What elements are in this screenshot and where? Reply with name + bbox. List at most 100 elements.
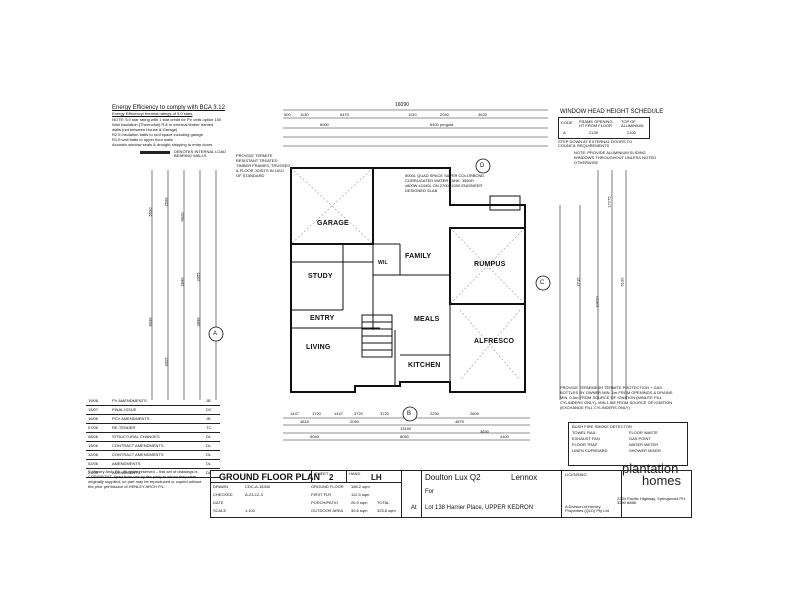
ws-col-code: CODE	[561, 120, 573, 125]
room-garage: GARAGE	[317, 220, 349, 227]
legend-item: BUSH FIRE SMOKE DETECTOR	[572, 424, 632, 429]
legend-item: TOWEL RAIL	[572, 430, 597, 435]
dim-bottom: 8050	[400, 434, 409, 439]
section-marker-c: C	[540, 280, 545, 286]
dim-bottom: 4875	[455, 419, 464, 424]
licensing-label: LICENSING	[565, 472, 587, 477]
energy-line: Acoustic window seals & draught strippin…	[112, 142, 213, 147]
dim-left: 2055	[195, 272, 201, 282]
hand-value: LH	[371, 473, 382, 482]
dim-left: 2500	[163, 197, 169, 207]
dim-right: 2715	[575, 277, 581, 287]
ws-top: 2100	[627, 130, 636, 135]
window-schedule-note: STEP DOWN AT EXTERNAL DOORS TO COUNCIL R…	[558, 139, 633, 148]
dim-top: 6470	[340, 112, 349, 117]
dim-top: 1130	[408, 112, 417, 117]
aluminium-note: NOTE: PROVIDE ALUMINIUM SLIDING WINDOWS …	[574, 150, 657, 165]
room-entry: ENTRY	[310, 315, 335, 322]
design-name: Doulton Lux Q2	[425, 473, 481, 482]
energy-line: NOTE: 5.0 star rating with 1 star credit…	[112, 117, 222, 122]
area-value: 30.6 sqm	[351, 508, 368, 513]
legend-item: LINEN CUPBOARD	[572, 448, 608, 453]
address: Lot 138 Harrier Place, UPPER KEDRON	[425, 505, 534, 511]
energy-line: R2.5 insulation batts to roof space incl…	[112, 132, 203, 137]
dim-bottom: 13190	[400, 426, 412, 431]
dim-bottom: 5040	[310, 434, 319, 439]
legend-item: SHOWER MIXER	[629, 448, 661, 453]
ws-col-frame: FRAME OPENING HT FROM FLOOR	[579, 119, 613, 128]
plan-title: GROUND FLOOR PLAN	[219, 472, 320, 482]
dim-bottom: 1447	[290, 411, 299, 416]
dim-top: 3620	[478, 112, 487, 117]
room-study: STUDY	[308, 273, 333, 280]
dim-bottom: 3720	[380, 411, 389, 416]
brand-logo: plantation homes 2234 Pacific Highway, S…	[617, 461, 690, 513]
dim-top: 500	[284, 112, 291, 117]
room-living: LIVING	[306, 344, 331, 351]
room-kitchen: KITCHEN	[408, 362, 441, 369]
dim-bottom: 3720	[354, 411, 363, 416]
total-value: 325.8 sqm	[377, 508, 396, 513]
legend-item: FLOOR TRAP	[572, 442, 598, 447]
section-marker-a: A	[213, 331, 218, 337]
section-marker-b: B	[407, 411, 412, 417]
energy-subtitle: Energy Efficiency/ thermal ratings of 5.…	[112, 111, 193, 116]
dim-bottom: 2800	[470, 411, 479, 416]
date-label: DATE	[213, 500, 224, 505]
legend-item: EXHAUST FAN	[572, 436, 600, 441]
dim-left: 4920	[179, 212, 185, 222]
load-bearing-note: DENOTES INTERNAL LOAD BEARING WALLS	[174, 149, 227, 158]
energy-title: Energy Efficiency to comply with BCA 3.1…	[112, 105, 225, 111]
room-alfresco: ALFRESCO	[474, 338, 515, 345]
builder-text: A Division of Henley Properties (QLD) Pt…	[565, 504, 609, 513]
dim-left: 2840	[179, 277, 185, 287]
dim-left: 3830	[195, 317, 201, 327]
dim-second: 6400 pergola	[430, 122, 454, 127]
scale-label: SCALE	[213, 508, 227, 513]
area-label: GROUND FLOOR	[311, 484, 344, 489]
energy-line: walls (not between House & Garage)	[112, 127, 178, 132]
legend-item: GAS POINT	[629, 436, 651, 441]
dim-bottom: 1447	[334, 411, 343, 416]
window-schedule-table: CODE FRAME OPENING HT FROM FLOOR TOP OF …	[558, 117, 650, 139]
area-label: OUTDOOR AREA	[311, 508, 344, 513]
room-rumpus: RUMPUS	[474, 261, 506, 268]
for-label: For	[425, 489, 434, 495]
energy-line: R1.5 wall batts to upper floor walls	[112, 137, 173, 142]
dim-bottom: 2050	[350, 419, 359, 424]
dim-left: 3325	[163, 357, 169, 367]
sheet-number: 2	[329, 473, 334, 482]
dim-right: 6130	[619, 277, 625, 287]
room-family: FAMILY	[405, 253, 432, 260]
brand-name-2: homes	[642, 473, 682, 488]
area-value: 112.5 sqm	[351, 492, 370, 497]
checked-value: A-23-12-4	[245, 492, 263, 497]
title-block: GROUND FLOOR PLAN SHEET 2 HAND LH DRAWN …	[210, 470, 692, 518]
area-label: FIRST FLR	[311, 492, 332, 497]
dim-bottom: 2250	[430, 411, 439, 416]
room-wil: WIL	[378, 260, 388, 266]
builder-address: 2234 Pacific Highway, Springwood PH 3290…	[617, 496, 685, 505]
dim-top: 1130	[300, 112, 309, 117]
dim-second: 6000	[320, 122, 329, 127]
area-label: PORCH/PATIO	[311, 500, 338, 505]
legend-box: BUSH FIRE SMOKE DETECTOR TOWEL RAIL FLOO…	[568, 422, 688, 466]
dim-right: 10620	[594, 296, 600, 308]
facade-name: Lennox	[511, 473, 538, 482]
brand-name: plantation	[622, 461, 679, 476]
section-marker-d: D	[480, 163, 485, 169]
dim-bottom: 3630	[480, 429, 489, 434]
ws-code: A	[563, 130, 566, 135]
